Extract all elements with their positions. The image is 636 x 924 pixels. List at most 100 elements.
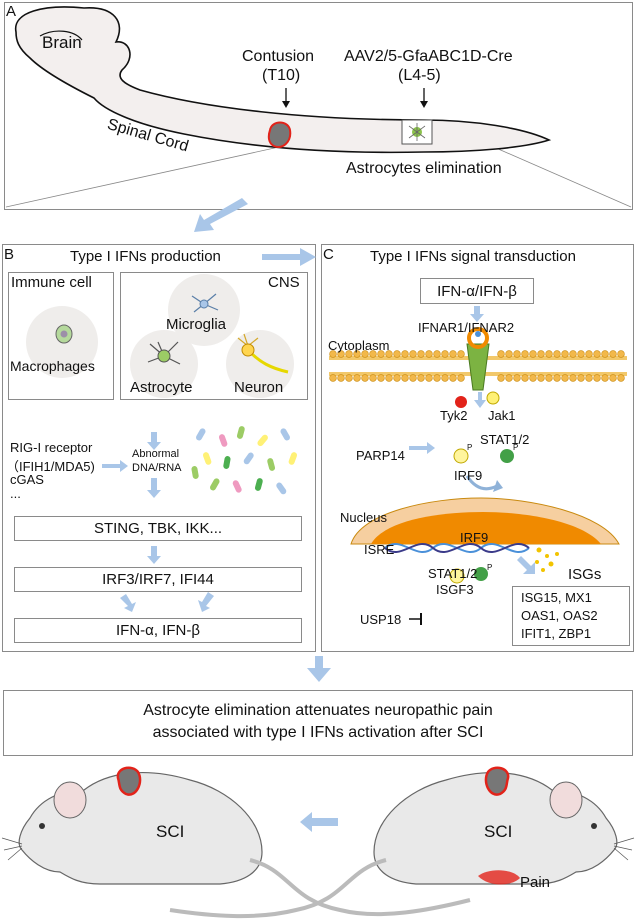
lipid-head	[537, 374, 545, 382]
lipid-head	[585, 350, 593, 358]
stat1-icon	[453, 448, 469, 464]
brain-label: Brain	[42, 33, 82, 52]
lipid-head	[617, 374, 625, 382]
lipid-head	[441, 374, 449, 382]
lesion-right-icon	[484, 766, 510, 796]
lipid-head	[537, 350, 545, 358]
lipid-head	[433, 374, 441, 382]
lipid-head	[433, 350, 441, 358]
neuron-label: Neuron	[234, 379, 284, 396]
stat-nucleus-label: STAT1/2	[428, 566, 478, 581]
pain-label: Pain	[520, 874, 551, 891]
lipid-head	[385, 374, 393, 382]
lipid-head	[513, 350, 521, 358]
membrane-lipids	[329, 350, 625, 382]
panel-c-title: Type I IFNs signal transduction	[370, 248, 576, 265]
lipid-head	[569, 374, 577, 382]
stat2-icon	[500, 449, 514, 463]
virus-label: AAV2/5-GfaABC1D-Cre	[344, 48, 513, 65]
lipid-head	[577, 374, 585, 382]
lipid-head	[369, 374, 377, 382]
contusion-level-label: (T10)	[262, 67, 301, 84]
lipid-head	[441, 350, 449, 358]
lipid-head	[561, 350, 569, 358]
isg-list-item-2: OAS1, OAS2	[521, 608, 598, 623]
receptor-line-3: cGAS	[10, 472, 44, 487]
pain-glow-icon	[478, 870, 520, 885]
lipid-head	[353, 350, 361, 358]
tyk2-label: Tyk2	[440, 408, 468, 423]
lipid-head	[345, 374, 353, 382]
arrow-a-to-bc	[194, 198, 248, 232]
lipid-head	[369, 350, 377, 358]
lipid-head	[545, 350, 553, 358]
lipid-head	[529, 374, 537, 382]
immune-cell-label: Immune cell	[11, 274, 92, 291]
receptor-line-1: RIG-I receptor	[10, 440, 93, 455]
irf9-nucleus-label: IRF9	[460, 530, 489, 545]
lipid-head	[409, 374, 417, 382]
panel-a-letter: A	[6, 3, 17, 20]
lipid-head	[425, 350, 433, 358]
panel-c-letter: C	[323, 246, 334, 263]
lipid-head	[505, 374, 513, 382]
lesion-left-icon	[116, 766, 142, 796]
arrow-to-conclusion	[307, 656, 331, 682]
lipid-head	[569, 350, 577, 358]
isg-list-item-1: ISG15, MX1	[521, 590, 592, 605]
lipid-head	[617, 350, 625, 358]
conclusion-line-1: Astrocyte elimination attenuates neuropa…	[143, 702, 493, 719]
lipid-head	[385, 350, 393, 358]
stat-label: STAT1/2	[480, 432, 530, 447]
astrocyte-label: Astrocyte	[130, 379, 193, 396]
mice-illustration	[1, 766, 635, 919]
svg-text:P: P	[513, 443, 518, 452]
lipid-head	[457, 374, 465, 382]
svg-text:P: P	[487, 563, 492, 572]
isgf3-label: ISGF3	[436, 582, 474, 597]
brain-outline	[15, 6, 552, 154]
panel-b-title: Type I IFNs production	[70, 248, 221, 265]
abnormal-label-2: DNA/RNA	[132, 462, 182, 474]
lipid-head	[337, 350, 345, 358]
panel-b-letter: B	[4, 246, 15, 263]
lipid-head	[553, 350, 561, 358]
lipid-head	[329, 374, 337, 382]
lipid-head	[593, 374, 601, 382]
ifn-box: IFN-α, IFN-β	[14, 618, 302, 643]
lipid-head	[553, 374, 561, 382]
lipid-head	[497, 350, 505, 358]
virus-level-label: (L4-5)	[398, 67, 441, 84]
lipid-head	[521, 350, 529, 358]
jak1-label: Jak1	[488, 408, 516, 423]
macrophages-label: Macrophages	[10, 358, 95, 374]
irf9-label: IRF9	[454, 468, 483, 483]
conclusion-box	[3, 690, 633, 756]
astro-elim-label: Astrocytes elimination	[346, 160, 502, 177]
lipid-head	[449, 350, 457, 358]
lipid-head	[345, 350, 353, 358]
svg-text:P: P	[467, 443, 472, 452]
lipid-head	[609, 350, 617, 358]
cns-cells-illustration	[130, 274, 294, 398]
usp18-label: USP18	[360, 612, 402, 627]
lipid-head	[513, 374, 521, 382]
isre-label: ISRE	[364, 542, 395, 557]
dna-rna-molecules-icon	[191, 426, 298, 495]
mouse-left-label: SCI	[156, 822, 185, 841]
lesion-icon	[267, 121, 292, 148]
lipid-head	[585, 374, 593, 382]
lipid-head	[577, 350, 585, 358]
contusion-label: Contusion	[242, 48, 315, 65]
lipid-head	[425, 374, 433, 382]
ifn-ligand-box: IFN-α/IFN-β	[420, 278, 534, 304]
lipid-head	[601, 350, 609, 358]
isg-dots-icon	[535, 547, 559, 572]
lipid-head	[377, 374, 385, 382]
cns-label: CNS	[268, 274, 300, 291]
parp14-label: PARP14	[356, 448, 405, 463]
lipid-head	[505, 350, 513, 358]
receptor-line-2: （IFIH1/MDA5)	[6, 459, 95, 474]
tyk2-icon	[455, 396, 467, 408]
lipid-head	[393, 350, 401, 358]
